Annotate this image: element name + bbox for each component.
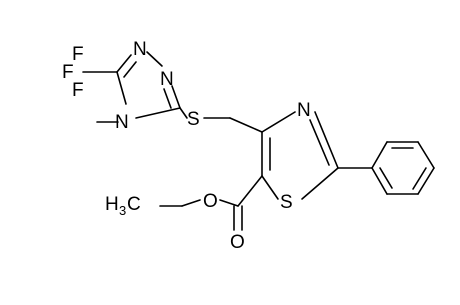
bond-c5-n4 xyxy=(135,107,181,119)
thiazole-ring xyxy=(261,111,339,200)
bond-n3-c2 xyxy=(314,111,339,169)
bond-c3-n2 xyxy=(116,54,132,73)
ethyl-ch3-label: H 3 C xyxy=(105,194,141,218)
atom-n-triazole-1: N xyxy=(160,69,174,90)
atom-f2: F xyxy=(62,62,74,83)
bond-c5-s xyxy=(179,107,188,119)
atom-s-thioether: S xyxy=(187,109,200,130)
ethyl-h: H xyxy=(105,194,119,215)
bond-n2-n1 xyxy=(146,51,163,67)
atom-n-triazole-4: N xyxy=(115,112,129,133)
bond-n1-c5 xyxy=(171,85,181,109)
bond-c4-n3 xyxy=(261,111,296,133)
atom-o-ester: O xyxy=(203,191,218,212)
atom-n-thiazole: N xyxy=(297,100,311,121)
bond-c2-s1 xyxy=(301,167,339,200)
bond-c5-ccarbonyl xyxy=(237,175,263,207)
triazole-ring xyxy=(116,51,181,119)
bond-s1-c5 xyxy=(261,175,279,200)
ethyl-subscript: 3 xyxy=(119,203,126,218)
atom-f1: F xyxy=(72,44,84,65)
atom-s-thiazole: S xyxy=(280,192,293,213)
ethyl-c: C xyxy=(127,194,141,215)
bond-n1-c5-double xyxy=(163,88,172,109)
phenyl-ring xyxy=(371,141,435,195)
bond-o-ch2 xyxy=(181,199,201,207)
bond-ch2-c4 xyxy=(229,117,263,133)
atom-f3: F xyxy=(72,80,84,101)
bond-n4-c3 xyxy=(116,71,127,105)
bond-n3-c2-double xyxy=(309,119,330,166)
atom-n-triazole-2: N xyxy=(133,39,147,60)
atom-o-carbonyl: O xyxy=(230,232,245,253)
bond-c-oester xyxy=(219,199,239,207)
bond-c3-n2-double xyxy=(123,61,137,78)
